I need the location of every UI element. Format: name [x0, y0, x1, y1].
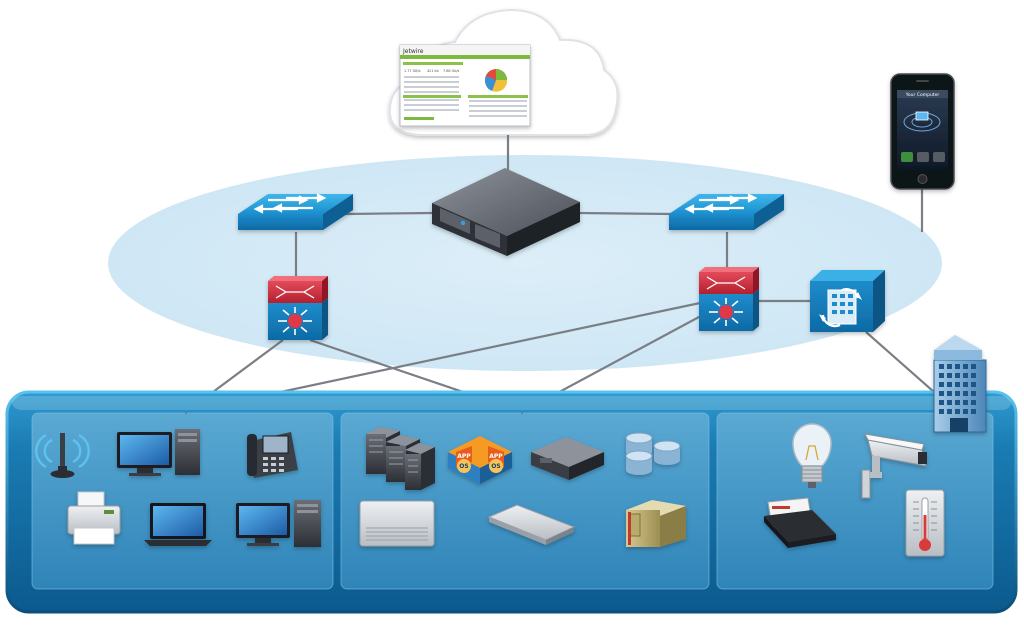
server-rack-icon — [366, 427, 435, 490]
svg-text:OS: OS — [491, 463, 500, 470]
dashboard-row-3: 7.88 Gb/s — [443, 69, 460, 73]
appliance-icon — [531, 437, 604, 480]
central-server-appliance — [432, 168, 580, 256]
dashboard-brand: Jetwire — [402, 48, 424, 55]
office-building — [933, 335, 987, 433]
network-device-icon — [487, 504, 576, 545]
multilayer-switch-left — [268, 276, 328, 340]
switch-right — [669, 193, 784, 230]
dashboard-screenshot: Jetwire 1.77 GB/s 421 kb 7.88 Gb/s — [399, 44, 531, 127]
switch-left — [238, 193, 353, 230]
printer-icon — [67, 491, 121, 545]
dashboard-row-1: 1.77 GB/s — [404, 69, 421, 73]
air-conditioner-icon — [359, 500, 435, 547]
dashboard-row-2: 421 kb — [427, 69, 439, 73]
laptop-icon — [144, 503, 212, 546]
card-reader-icon — [764, 497, 836, 548]
virtual-app-os-icon: APP APP OS OS — [448, 436, 512, 484]
thermostat-icon — [905, 489, 945, 557]
svg-text:OS: OS — [459, 463, 468, 470]
ip-phone-icon — [247, 432, 298, 478]
desktop-computer-icon — [117, 429, 200, 476]
wireless-access-point-icon — [35, 433, 90, 478]
light-bulb-icon — [792, 423, 832, 488]
data-center-sync-icon — [810, 270, 885, 332]
connector-terminals — [185, 412, 523, 414]
workstation-icon — [236, 500, 321, 547]
svg-text:APP: APP — [457, 453, 471, 460]
security-camera-icon — [861, 433, 927, 499]
storage-array-icon — [625, 432, 681, 475]
facilities-panel — [716, 412, 994, 590]
multilayer-switch-right — [699, 267, 759, 331]
smartphone: Your Computer — [890, 73, 955, 190]
power-unit-icon — [626, 500, 686, 547]
phone-title: Your Computer — [905, 92, 940, 98]
svg-text:APP: APP — [489, 453, 503, 460]
